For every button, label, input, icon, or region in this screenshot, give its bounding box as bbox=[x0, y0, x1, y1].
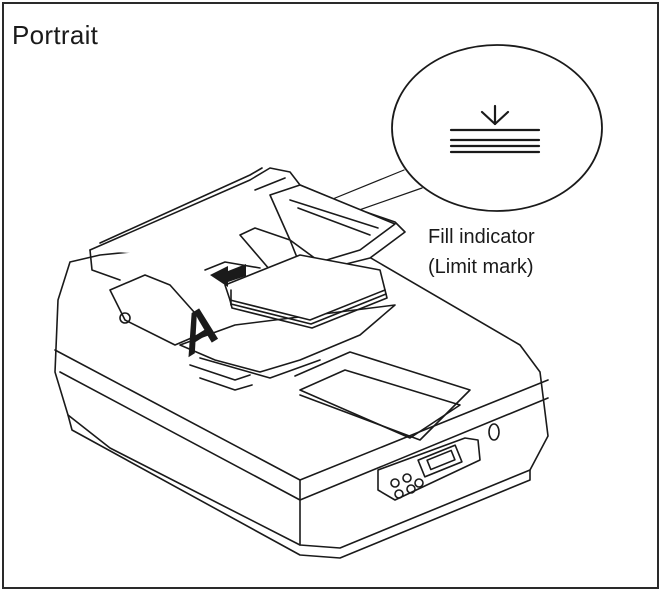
figure-frame bbox=[2, 2, 659, 589]
magnifier-circle bbox=[391, 44, 603, 212]
document-feeder bbox=[89, 167, 406, 391]
control-panel bbox=[377, 423, 500, 501]
fill-indicator-line1: Fill indicator bbox=[428, 226, 535, 248]
fill-indicator-line2: (Limit mark) bbox=[428, 256, 534, 278]
document-stack bbox=[224, 254, 388, 329]
orientation-label: Portrait bbox=[12, 20, 99, 50]
limit-mark-icon bbox=[449, 104, 541, 154]
fill-indicator-label: Fill indicator (Limit mark) bbox=[428, 222, 535, 282]
feed-direction-arrow bbox=[210, 264, 246, 287]
